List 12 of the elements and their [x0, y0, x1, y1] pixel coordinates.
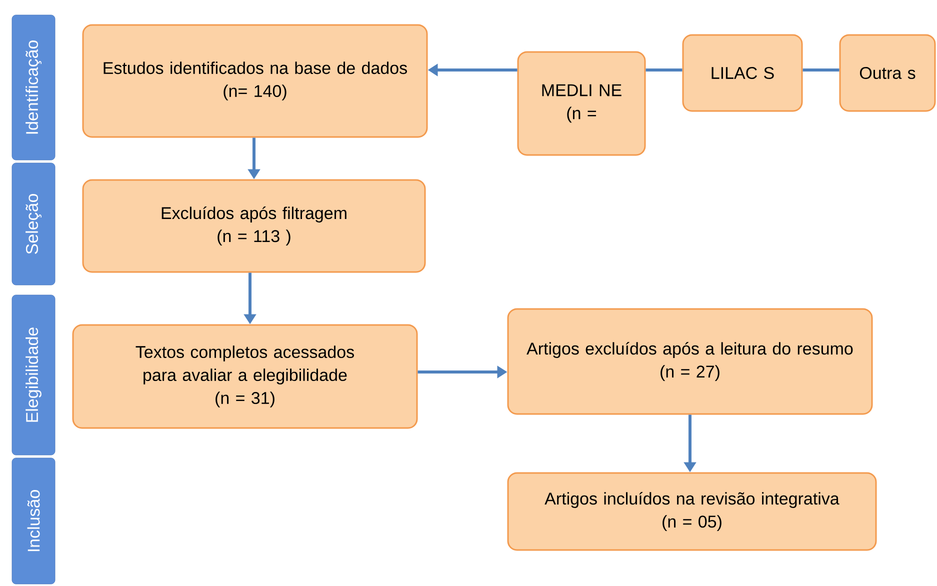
process-box: MEDLI NE (n =	[517, 51, 646, 156]
process-box: Textos completos acessados para avaliar a elegibilidade (n = 31)	[72, 324, 418, 429]
process-box: Estudos identificados na base de dados (n= 140)	[82, 24, 428, 138]
process-box: Excluídos após filtragem (n = 113 )	[82, 179, 426, 273]
process-box: Artigos excluídos após a leitura do resumo (n = 27)	[507, 308, 873, 415]
stage-band: Seleção	[12, 162, 56, 286]
stage-band: Inclusão	[12, 458, 56, 584]
process-box: Outra s	[839, 34, 936, 112]
process-box: Artigos incluídos na revisão integrativa (n = 05)	[507, 472, 877, 551]
stage-band: Elegibilidade	[12, 294, 56, 456]
process-box: LILAC S	[682, 34, 803, 112]
stage-band: Identificação	[12, 14, 56, 160]
